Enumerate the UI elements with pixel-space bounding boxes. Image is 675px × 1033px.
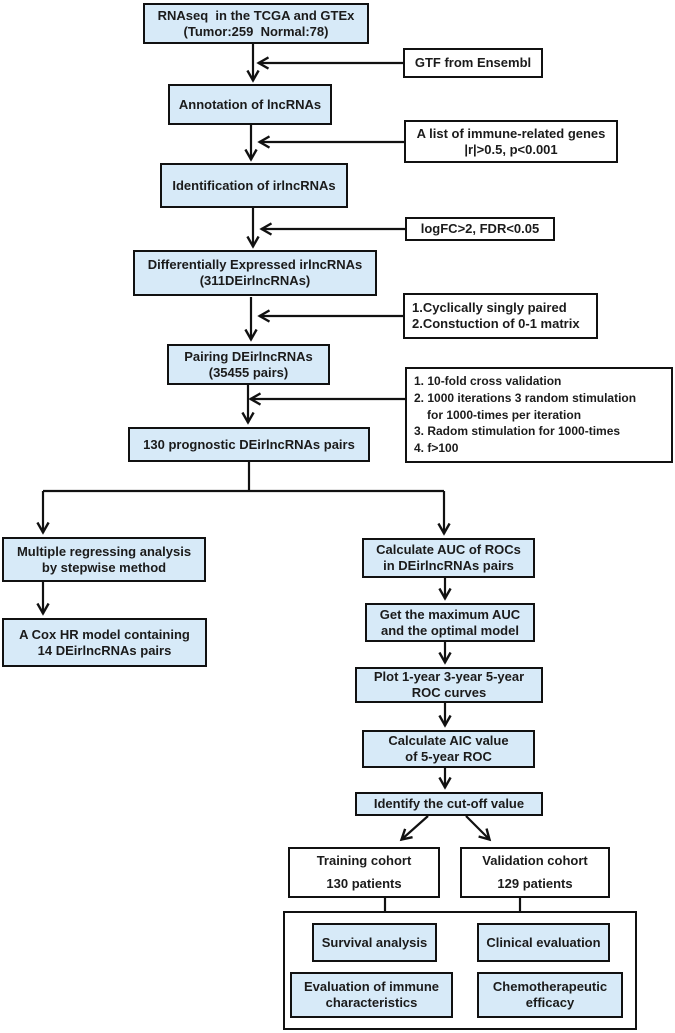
text-line: GTF from Ensembl — [414, 55, 532, 71]
text-line: RNAseq in the TCGA and GTEx — [157, 7, 355, 23]
box-plot-roc-curves: Plot 1-year 3-year 5-year ROC curves — [355, 667, 543, 703]
box-gtf-ensembl: GTF from Ensembl — [403, 48, 543, 78]
text-line: Differentially Expressed irlncRNAs — [147, 257, 363, 273]
text-line: Calculate AIC value — [388, 733, 509, 749]
text-line: Plot 1-year 3-year 5-year — [373, 669, 525, 685]
text-line: ROC curves — [411, 685, 487, 700]
text-line: A Cox HR model containing — [19, 626, 190, 642]
text-line: 3. Radom stimulation for 1000-times — [414, 424, 621, 439]
box-identification-irlncrnas: Identification of irlncRNAs — [160, 163, 348, 208]
box-survival-analysis: Survival analysis — [312, 923, 437, 962]
text-line: in DEirlncRNAs pairs — [383, 558, 514, 573]
arrow-cutoff-to-training — [399, 815, 429, 842]
text-line: A list of immune-related genes — [416, 125, 606, 141]
box-cox-model: A Cox HR model containing 14 DEirlncRNAs… — [2, 618, 207, 667]
text-line: Evaluation of immune — [303, 979, 440, 995]
text-line: (35455 pairs) — [208, 364, 289, 380]
arrow-cutoff-to-validation — [465, 815, 492, 842]
box-chemotherapeutic-efficacy: Chemotherapeutic efficacy — [477, 972, 623, 1018]
text-line: (Tumor:259 Normal:78) — [183, 23, 329, 39]
box-de-irlncrnas: Differentially Expressed irlncRNAs (311D… — [133, 250, 377, 296]
text-line: |r|>0.5, p<0.001 — [464, 141, 558, 157]
text-line: Annotation of lncRNAs — [178, 96, 322, 112]
text-line: Validation cohort — [482, 853, 588, 869]
text-line: by stepwise method — [41, 559, 167, 575]
text-line: Multiple regressing analysis — [16, 543, 192, 559]
box-prognostic-pairs: 130 prognostic DEirlncRNAs pairs — [128, 427, 370, 462]
text-line: 1. 10-fold cross validation — [414, 374, 562, 388]
text-line: Identification of irlncRNAs — [172, 177, 336, 193]
box-selection-method-note: 1. 10-fold cross validation 2. 1000 iter… — [405, 367, 673, 463]
box-cutoff-value: Identify the cut-off value — [355, 792, 543, 816]
box-logfc-filter: logFC>2, FDR<0.05 — [405, 217, 555, 241]
box-multiple-regression: Multiple regressing analysis by stepwise… — [2, 537, 206, 582]
text-line: Training cohort — [316, 853, 412, 869]
text-line: Survival analysis — [321, 934, 428, 950]
text-line: of 5-year ROC — [405, 749, 492, 764]
box-annotation-lncrnas: Annotation of lncRNAs — [168, 84, 332, 125]
box-pairing-method-note: 1.Cyclically singly paired 2.Constuction… — [403, 293, 598, 339]
text-line: Chemotherapeutic — [492, 979, 608, 995]
text-line: Calculate AUC of ROCs — [376, 542, 521, 558]
downstream-analysis-container — [283, 911, 637, 1030]
text-line: 2.Constuction of 0-1 matrix — [412, 316, 580, 331]
box-training-cohort: Training cohort 130 patients — [288, 847, 440, 898]
text-line: characteristics — [325, 995, 418, 1010]
text-line: Get the maximum AUC — [379, 606, 521, 622]
text-line: 129 patients — [497, 876, 573, 891]
box-calculate-aic: Calculate AIC value of 5-year ROC — [362, 730, 535, 768]
text-line: logFC>2, FDR<0.05 — [420, 221, 540, 237]
text-line: (311DEirlncRNAs) — [199, 273, 311, 288]
text-line: for 1000-times per iteration — [427, 407, 582, 422]
text-line: Pairing DEirlncRNAs — [184, 348, 313, 364]
box-pairing-deirlncrnas: Pairing DEirlncRNAs (35455 pairs) — [167, 344, 330, 385]
box-validation-cohort: Validation cohort 129 patients — [460, 847, 610, 898]
text-line: efficacy — [525, 995, 575, 1010]
box-calculate-auc: Calculate AUC of ROCs in DEirlncRNAs pai… — [362, 538, 535, 578]
text-line: 1.Cyclically singly paired — [412, 300, 567, 316]
box-rnaseq-source: RNAseq in the TCGA and GTEx (Tumor:259 N… — [143, 3, 369, 44]
text-line: Identify the cut-off value — [373, 796, 525, 812]
text-line: Clinical evaluation — [486, 934, 601, 950]
box-maximum-auc: Get the maximum AUC and the optimal mode… — [365, 603, 535, 642]
box-immune-gene-list: A list of immune-related genes |r|>0.5, … — [404, 120, 618, 163]
box-immune-characteristics: Evaluation of immune characteristics — [290, 972, 453, 1018]
text-line: 4. f>100 — [414, 441, 459, 456]
text-line: 14 DEirlncRNAs pairs — [37, 642, 172, 658]
text-line: and the optimal model — [381, 622, 519, 638]
box-clinical-evaluation: Clinical evaluation — [477, 923, 610, 962]
text-line: 2. 1000 iterations 3 random stimulation — [414, 390, 637, 405]
text-line: 130 patients — [326, 876, 402, 891]
text-line: 130 prognostic DEirlncRNAs pairs — [143, 436, 355, 452]
